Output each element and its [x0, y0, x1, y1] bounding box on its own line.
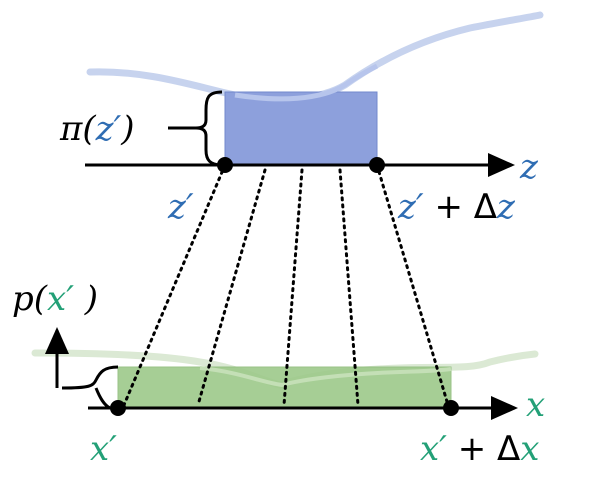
z-density-label: π(z′) [59, 109, 135, 149]
z-axis-label: z [519, 147, 539, 187]
z-right-label: z′ + Δz [397, 187, 516, 227]
x-right-point [443, 400, 459, 416]
mapping-lines [122, 163, 450, 407]
x-left-label: x′ [90, 429, 117, 469]
x-brace [61, 365, 119, 410]
x-right-label: x′ + Δx [420, 429, 539, 469]
x-left-point [110, 400, 126, 416]
z-density-curve [86, 11, 544, 103]
z-left-label: z′ [167, 187, 194, 227]
z-probability-rect [224, 91, 378, 166]
x-axis-label: x [526, 385, 545, 425]
x-density-label: p(x′ ) [12, 279, 98, 319]
z-brace [195, 90, 223, 167]
